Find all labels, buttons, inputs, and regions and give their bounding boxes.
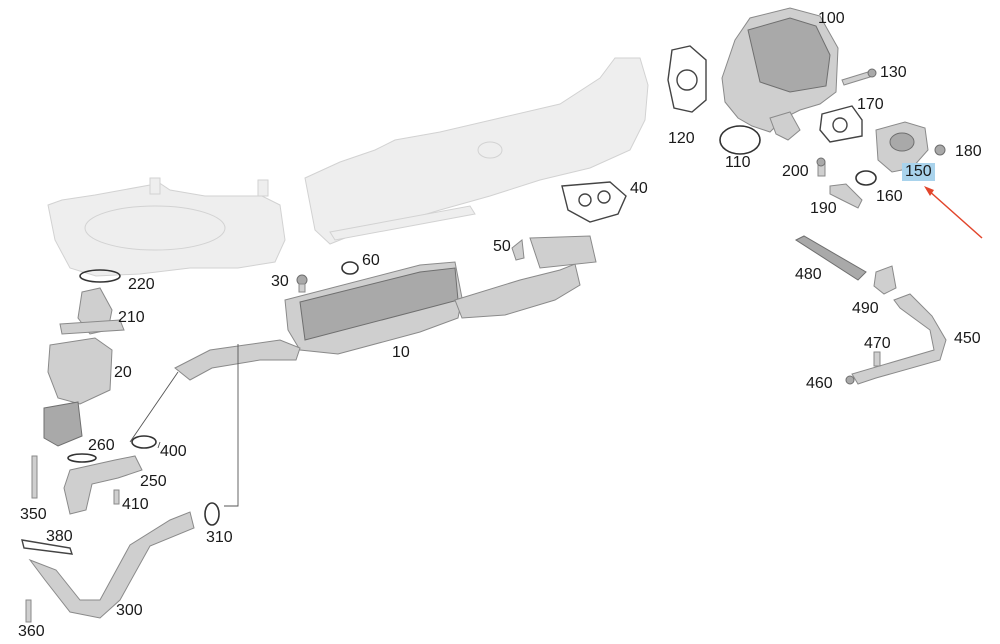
hose-480[interactable]	[794, 235, 867, 281]
callout-490[interactable]: 490	[852, 300, 879, 317]
bolt-350[interactable]	[31, 455, 38, 499]
bolt-30[interactable]	[296, 274, 308, 293]
intake-manifold-ghost	[47, 57, 649, 277]
callout-150[interactable]: 150	[902, 163, 935, 181]
callout-200[interactable]: 200	[782, 163, 809, 180]
bolt-180[interactable]	[934, 144, 946, 156]
leader-lines	[129, 344, 239, 507]
ring-60[interactable]	[341, 261, 359, 275]
gasket-220[interactable]	[79, 269, 121, 283]
callout-10[interactable]: 10	[392, 344, 410, 361]
callout-400[interactable]: 400	[160, 443, 187, 460]
callout-410[interactable]: 410	[122, 496, 149, 513]
gasket-380[interactable]	[21, 539, 74, 555]
ring-160[interactable]	[855, 170, 877, 186]
bolt-50[interactable]	[511, 239, 525, 261]
callout-210[interactable]: 210	[118, 309, 145, 326]
callout-260[interactable]: 260	[88, 437, 115, 454]
callout-380[interactable]: 380	[46, 528, 73, 545]
throttle-20[interactable]	[43, 337, 113, 447]
callout-120[interactable]: 120	[668, 130, 695, 147]
bolt-130[interactable]	[841, 68, 877, 86]
callout-470[interactable]: 470	[864, 335, 891, 352]
callout-300[interactable]: 300	[116, 602, 143, 619]
callout-220[interactable]: 220	[128, 276, 155, 293]
bolt-360[interactable]	[25, 599, 32, 623]
pointer-arrow	[924, 186, 983, 239]
callout-40[interactable]: 40	[630, 180, 648, 197]
callout-250[interactable]: 250	[140, 473, 167, 490]
egr-cooler-10[interactable]	[174, 235, 597, 381]
ring-260[interactable]	[67, 453, 97, 463]
callout-450[interactable]: 450	[954, 330, 981, 347]
callout-100[interactable]: 100	[818, 10, 845, 27]
callout-190[interactable]: 190	[810, 200, 837, 217]
bracket-190[interactable]	[829, 183, 863, 209]
callout-60[interactable]: 60	[362, 252, 380, 269]
callout-170[interactable]: 170	[857, 96, 884, 113]
callout-130[interactable]: 130	[880, 64, 907, 81]
callout-20[interactable]: 20	[114, 364, 132, 381]
callout-480[interactable]: 480	[795, 266, 822, 283]
bolt-470[interactable]	[873, 351, 881, 367]
callout-460[interactable]: 460	[806, 375, 833, 392]
callout-160[interactable]: 160	[876, 188, 903, 205]
pipe-250[interactable]	[63, 455, 143, 515]
gasket-170[interactable]	[819, 105, 863, 143]
gasket-40[interactable]	[561, 181, 627, 223]
callout-350[interactable]: 350	[20, 506, 47, 523]
flange-150[interactable]	[875, 121, 929, 173]
egr-valve-100[interactable]	[721, 7, 839, 141]
bracket-210[interactable]	[59, 287, 125, 335]
pipe-300[interactable]	[28, 511, 195, 619]
bolt-410[interactable]	[113, 489, 120, 505]
o-ring-110[interactable]	[719, 125, 761, 155]
callout-310[interactable]: 310	[206, 529, 233, 546]
callout-110[interactable]: 110	[725, 154, 751, 171]
callout-360[interactable]: 360	[18, 623, 45, 640]
bolt-200[interactable]	[816, 157, 826, 177]
tube-450[interactable]	[851, 293, 947, 385]
callout-30[interactable]: 30	[271, 273, 289, 290]
ring-460[interactable]	[845, 375, 855, 385]
clamp-490[interactable]	[873, 265, 897, 295]
callout-180[interactable]: 180	[955, 143, 982, 160]
ring-310[interactable]	[204, 502, 220, 526]
callout-50[interactable]: 50	[493, 238, 511, 255]
gasket-120[interactable]	[667, 45, 707, 113]
gasket-400[interactable]	[131, 435, 157, 449]
